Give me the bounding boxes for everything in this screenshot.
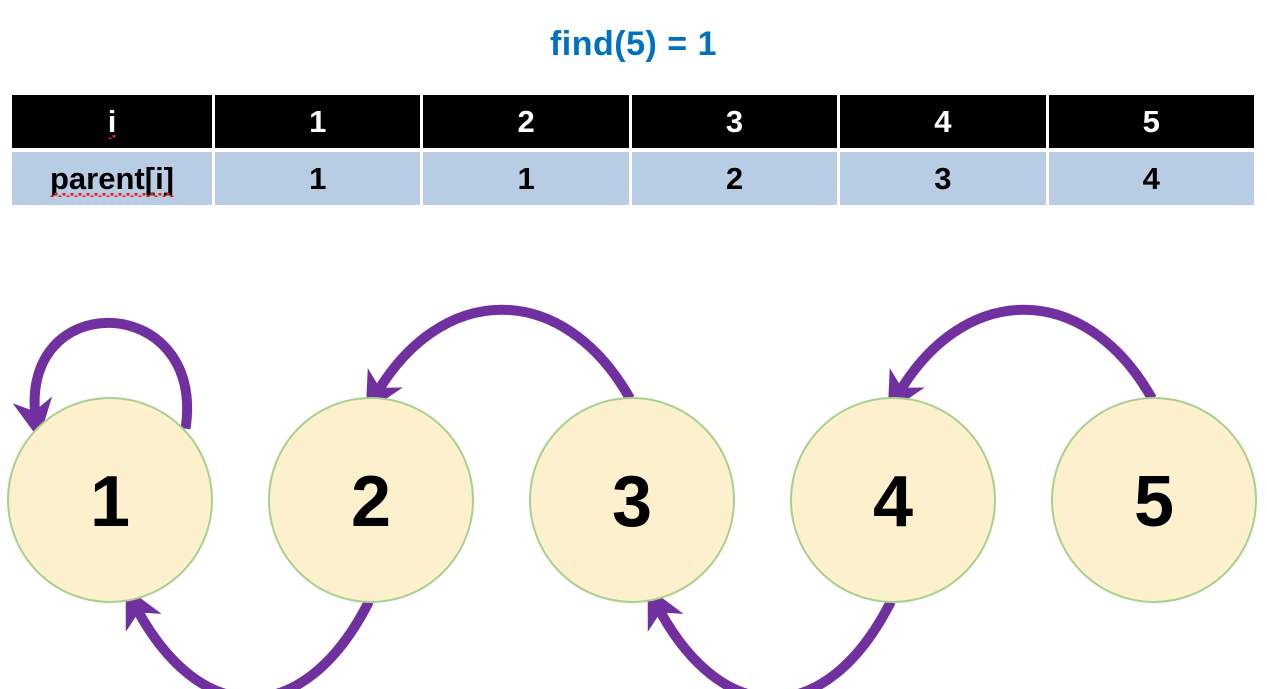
table-header-row: i 1 2 3 4 5 [12, 95, 1254, 148]
graph-node-5[interactable]: 5 [1051, 397, 1257, 603]
parent-array-table: i 1 2 3 4 5 parent[i] 1 1 2 3 4 [9, 91, 1257, 209]
table-cell-parent-4: 3 [840, 152, 1046, 205]
table-data-row: parent[i] 1 1 2 3 4 [12, 152, 1254, 205]
node-label-4: 4 [873, 462, 913, 542]
edge-4-to-3 [647, 587, 896, 689]
table-row-label-parent: parent[i] [12, 152, 212, 205]
table-cell-parent-1: 1 [215, 152, 421, 205]
parent-label: parent[i] [50, 152, 174, 205]
table-header-cell-3: 3 [631, 95, 838, 148]
edge-5-to-4 [887, 304, 1157, 413]
graph-node-3[interactable]: 3 [529, 397, 735, 603]
table-cell-parent-2: 1 [423, 152, 629, 205]
graph-nodes: 1 2 3 4 5 [7, 397, 1257, 603]
node-circle-2[interactable] [268, 397, 474, 603]
table-header-cell-1: 1 [215, 95, 421, 148]
page-title: find(5) = 1 [549, 25, 718, 63]
edge-3-to-2 [365, 304, 635, 413]
table-cell-parent-5: 4 [1048, 152, 1254, 205]
table-header-cell-index: i [12, 95, 212, 148]
edge-1-to-1 [12, 317, 193, 440]
node-label-5: 5 [1134, 462, 1174, 542]
table-header-cell-4: 4 [840, 95, 1046, 148]
table-cell-parent-3: 2 [631, 152, 838, 205]
node-circle-4[interactable] [790, 397, 996, 603]
graph-edges [12, 304, 1157, 689]
edge-2-to-1 [125, 587, 374, 689]
node-label-3: 3 [612, 462, 652, 542]
table-header-cell-2: 2 [423, 95, 629, 148]
graph-node-2[interactable]: 2 [268, 397, 474, 603]
graph-node-4[interactable]: 4 [790, 397, 996, 603]
index-label: i [107, 95, 116, 148]
table-header-cell-5: 5 [1048, 95, 1254, 148]
node-circle-1[interactable] [7, 397, 213, 603]
node-label-2: 2 [351, 462, 391, 542]
node-label-1: 1 [90, 462, 130, 542]
graph-node-1[interactable]: 1 [7, 397, 213, 603]
node-circle-3[interactable] [529, 397, 735, 603]
node-circle-5[interactable] [1051, 397, 1257, 603]
